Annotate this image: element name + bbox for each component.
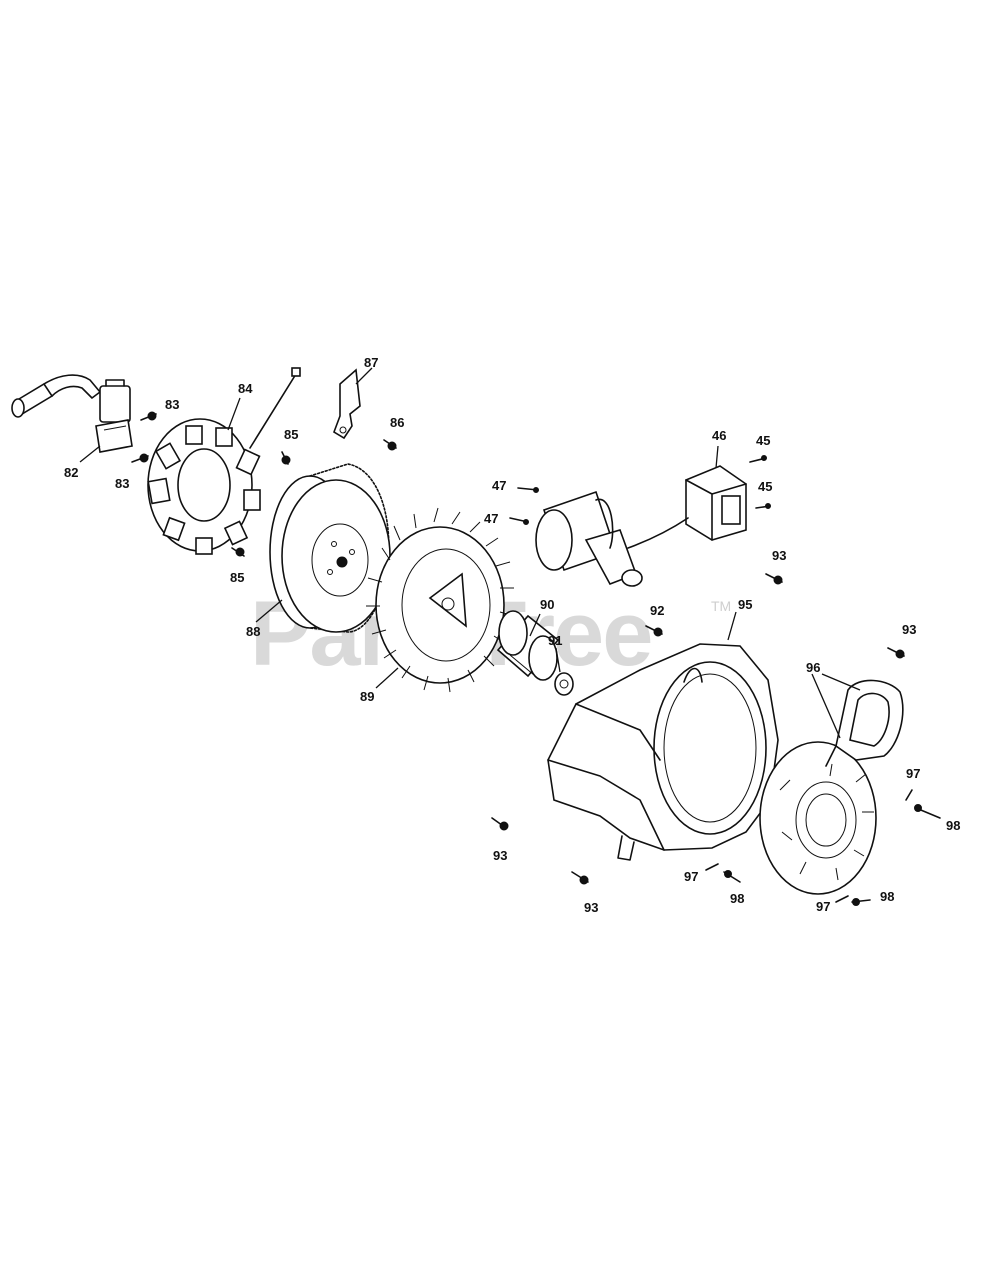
callout-93: 93 bbox=[493, 848, 508, 863]
ignition-coil-part[interactable] bbox=[11, 374, 133, 453]
callout-91: 91 bbox=[548, 633, 563, 648]
screw-85-lower[interactable] bbox=[231, 547, 245, 557]
leader-lines bbox=[79, 367, 861, 739]
callout-47: 47 bbox=[492, 478, 507, 493]
bracket-part[interactable] bbox=[333, 368, 361, 440]
callout-47: 47 bbox=[484, 511, 499, 526]
pin-97-a[interactable] bbox=[905, 789, 913, 801]
callout-46: 46 bbox=[712, 428, 727, 443]
screw-85-upper[interactable] bbox=[281, 451, 291, 465]
callout-95: 95 bbox=[738, 597, 753, 612]
callout-85: 85 bbox=[284, 427, 299, 442]
callout-83: 83 bbox=[115, 476, 130, 491]
callout-85: 85 bbox=[230, 570, 245, 585]
starter-cup-part[interactable] bbox=[496, 610, 560, 681]
screw-93-c[interactable] bbox=[491, 817, 509, 831]
stator-part[interactable] bbox=[147, 367, 301, 555]
screw-93-a[interactable] bbox=[765, 573, 783, 585]
callout-96: 96 bbox=[806, 660, 821, 675]
callout-88: 88 bbox=[246, 624, 261, 639]
callout-98: 98 bbox=[730, 891, 745, 906]
pin-97-b[interactable] bbox=[705, 863, 719, 871]
screw-92[interactable] bbox=[645, 625, 663, 637]
bolt-47-upper[interactable] bbox=[517, 487, 539, 493]
callout-93: 93 bbox=[584, 900, 599, 915]
callout-84: 84 bbox=[238, 381, 253, 396]
bolt-47-lower[interactable] bbox=[509, 517, 529, 525]
callout-45: 45 bbox=[756, 433, 771, 448]
flywheel-part[interactable] bbox=[269, 463, 391, 633]
nut-part[interactable] bbox=[554, 672, 574, 696]
screw-45-upper[interactable] bbox=[749, 455, 767, 463]
callout-83: 83 bbox=[165, 397, 180, 412]
callout-90: 90 bbox=[540, 597, 555, 612]
relay-box-part[interactable] bbox=[627, 465, 747, 549]
screw-86[interactable] bbox=[383, 439, 397, 451]
callout-98: 98 bbox=[946, 818, 961, 833]
callout-97: 97 bbox=[816, 899, 831, 914]
callout-93: 93 bbox=[902, 622, 917, 637]
screw-93-d[interactable] bbox=[571, 871, 589, 885]
callout-98: 98 bbox=[880, 889, 895, 904]
callout-92: 92 bbox=[650, 603, 665, 618]
screw-93-b[interactable] bbox=[887, 647, 905, 659]
recoil-starter-part[interactable] bbox=[759, 679, 904, 895]
callout-93: 93 bbox=[772, 548, 787, 563]
trademark-mark: TM bbox=[711, 598, 732, 614]
callout-97: 97 bbox=[906, 766, 921, 781]
pin-97-c[interactable] bbox=[835, 895, 849, 903]
screw-98-c[interactable] bbox=[851, 898, 871, 906]
callout-86: 86 bbox=[390, 415, 405, 430]
screw-45-lower[interactable] bbox=[755, 503, 771, 509]
callout-45: 45 bbox=[758, 479, 773, 494]
cooling-fan-part[interactable] bbox=[366, 507, 515, 693]
callout-82: 82 bbox=[64, 465, 79, 480]
screw-83-upper[interactable] bbox=[140, 411, 157, 421]
blower-housing-part[interactable] bbox=[547, 643, 779, 861]
callout-87: 87 bbox=[364, 355, 379, 370]
starter-motor-part[interactable] bbox=[535, 490, 643, 587]
callout-97: 97 bbox=[684, 869, 699, 884]
callout-89: 89 bbox=[360, 689, 375, 704]
screw-83-lower[interactable] bbox=[131, 453, 149, 463]
screw-98-a[interactable] bbox=[914, 804, 941, 819]
screw-98-b[interactable] bbox=[723, 870, 741, 883]
